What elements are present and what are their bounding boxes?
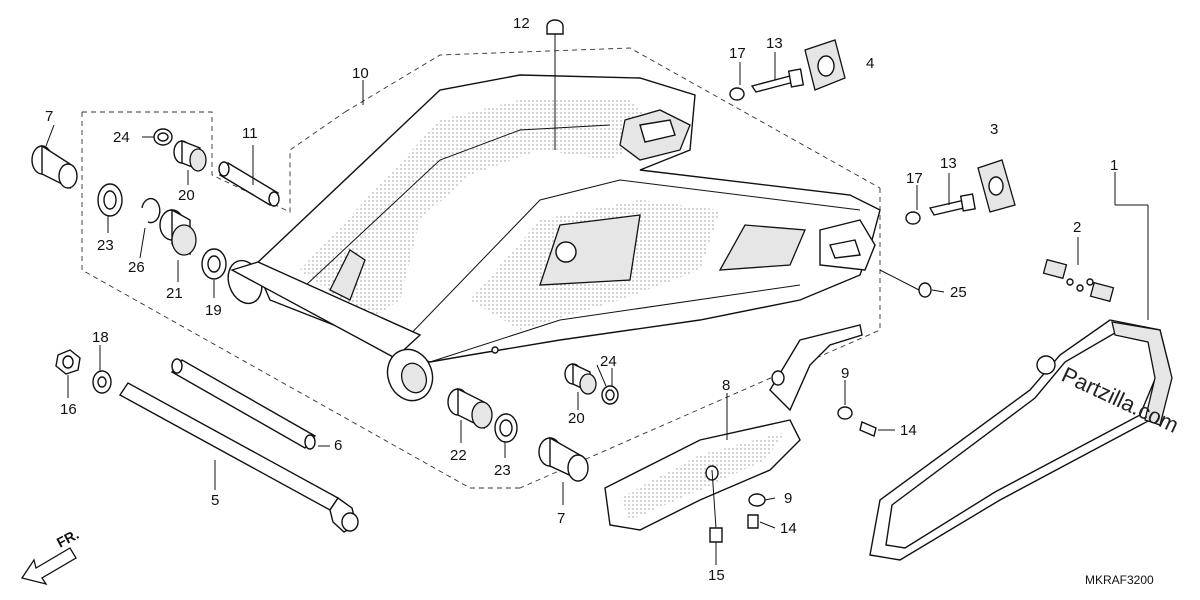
label-8: 8 bbox=[722, 377, 730, 394]
label-7-left: 7 bbox=[45, 108, 53, 125]
plug-part-12[interactable] bbox=[546, 19, 564, 150]
label-23-left: 23 bbox=[97, 237, 114, 254]
diagram-code: MKRAF3200 bbox=[1085, 573, 1154, 587]
front-direction-label: FR. bbox=[54, 526, 81, 551]
drive-chain-1[interactable] bbox=[869, 319, 1173, 561]
label-9-upper: 9 bbox=[841, 365, 849, 382]
chain-joint-2[interactable] bbox=[1042, 258, 1115, 303]
swingarm[interactable] bbox=[222, 74, 881, 407]
washer-9-lower[interactable] bbox=[748, 493, 766, 507]
adjuster-lower[interactable] bbox=[905, 159, 1016, 225]
label-10: 10 bbox=[352, 65, 369, 82]
label-14-upper: 14 bbox=[900, 422, 917, 439]
label-4: 4 bbox=[866, 55, 874, 72]
label-1: 1 bbox=[1110, 157, 1118, 174]
label-12: 12 bbox=[513, 15, 530, 32]
label-26: 26 bbox=[128, 259, 145, 276]
label-13-lower: 13 bbox=[940, 155, 957, 172]
pipe-11[interactable] bbox=[218, 161, 280, 207]
bearing-20-left[interactable] bbox=[173, 139, 207, 172]
front-direction-arrow: FR. bbox=[20, 526, 81, 586]
seal-23-right[interactable] bbox=[494, 413, 518, 443]
bolt-15[interactable] bbox=[709, 469, 723, 543]
label-15: 15 bbox=[708, 567, 725, 584]
label-21: 21 bbox=[166, 285, 183, 302]
pivot-collar-7-left[interactable] bbox=[31, 144, 78, 190]
label-2: 2 bbox=[1073, 219, 1081, 236]
group-outline-main bbox=[344, 47, 881, 489]
bearing-22[interactable] bbox=[447, 387, 493, 430]
seal-24-right[interactable] bbox=[601, 385, 619, 405]
pivot-bolt-5[interactable] bbox=[118, 382, 359, 533]
label-3: 3 bbox=[990, 121, 998, 138]
label-19: 19 bbox=[205, 302, 222, 319]
label-13-upper: 13 bbox=[766, 35, 783, 52]
washer-18[interactable] bbox=[92, 370, 112, 394]
label-20-left: 20 bbox=[178, 187, 195, 204]
circlip-26[interactable] bbox=[141, 197, 161, 224]
label-23-right: 23 bbox=[494, 462, 511, 479]
label-17-lower: 17 bbox=[906, 170, 923, 187]
label-5: 5 bbox=[211, 492, 219, 509]
part-labels: 1 2 3 4 5 6 7 7 8 9 9 10 11 12 13 13 14 … bbox=[45, 15, 1118, 584]
label-25: 25 bbox=[950, 284, 967, 301]
label-14-lower: 14 bbox=[780, 520, 797, 537]
label-24-right: 24 bbox=[600, 353, 617, 370]
rivet-part-25[interactable] bbox=[879, 269, 932, 298]
leader-lines bbox=[45, 52, 1149, 565]
label-9-lower: 9 bbox=[784, 490, 792, 507]
label-7-right: 7 bbox=[557, 510, 565, 527]
label-18: 18 bbox=[92, 329, 109, 346]
label-24-left: 24 bbox=[113, 129, 130, 146]
pivot-collar-7-right[interactable] bbox=[538, 436, 589, 482]
label-20-right: 20 bbox=[568, 410, 585, 427]
washer-9-upper[interactable] bbox=[837, 406, 853, 420]
bolt-14-upper[interactable] bbox=[859, 421, 877, 437]
nut-16[interactable] bbox=[55, 349, 81, 375]
pipe-6[interactable] bbox=[170, 358, 317, 450]
label-22: 22 bbox=[450, 447, 467, 464]
seal-23-left[interactable] bbox=[97, 183, 123, 217]
label-17-upper: 17 bbox=[729, 45, 746, 62]
bearing-21[interactable] bbox=[159, 208, 197, 256]
label-16: 16 bbox=[60, 401, 77, 418]
label-6: 6 bbox=[334, 437, 342, 454]
chain-guide-8[interactable] bbox=[604, 324, 863, 531]
label-11: 11 bbox=[242, 125, 258, 142]
bearing-20-right[interactable] bbox=[564, 362, 597, 395]
adjuster-upper[interactable] bbox=[729, 39, 846, 101]
seal-24-left[interactable] bbox=[153, 128, 173, 146]
bolt-14-lower[interactable] bbox=[747, 514, 759, 529]
bearing-19[interactable] bbox=[201, 248, 227, 280]
